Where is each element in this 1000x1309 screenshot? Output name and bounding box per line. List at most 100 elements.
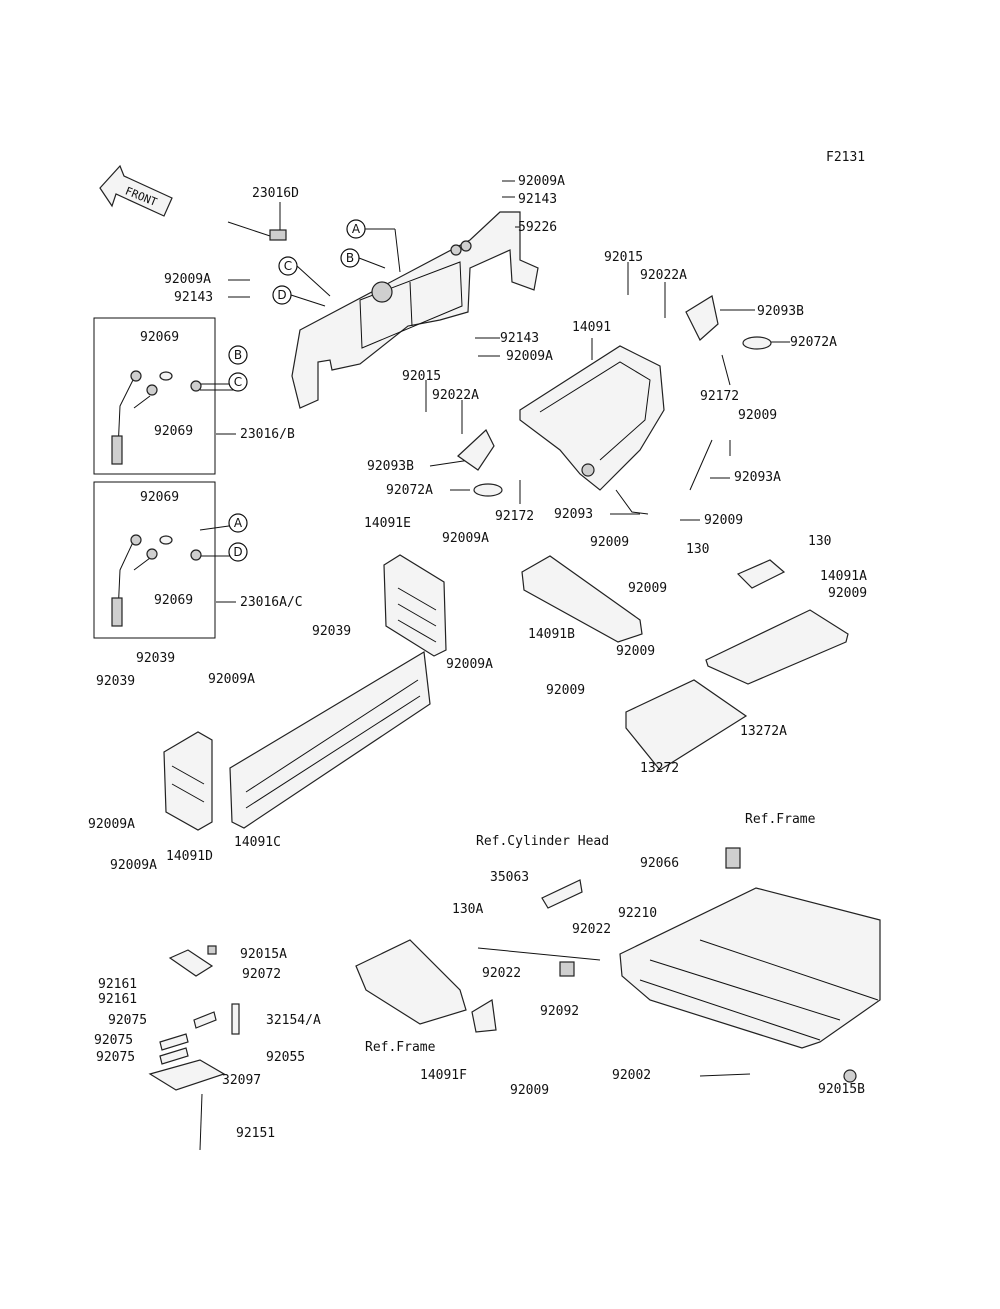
svg-text:A: A	[234, 516, 243, 530]
part-label: 92009A	[506, 349, 553, 364]
bracket-92093b-left	[457, 429, 495, 471]
part-label: 92009A	[110, 858, 157, 873]
part-label: 92009	[828, 586, 867, 601]
part-label: 92092	[540, 1004, 579, 1019]
panel-13272	[625, 679, 748, 771]
part-label: 92143	[174, 290, 213, 305]
front-arrow-icon: FRONT	[99, 164, 173, 217]
callout-d-box: D	[228, 542, 248, 562]
part-label: 92066	[640, 856, 679, 871]
part-label: 92072A	[386, 483, 433, 498]
part-label: 92069	[154, 424, 193, 439]
part-label: 92069	[140, 490, 179, 505]
part-label: 92069	[154, 593, 193, 608]
part-label: 92009A	[88, 817, 135, 832]
part-label: 14091F	[420, 1068, 467, 1083]
part-label: 32097	[222, 1073, 261, 1088]
svg-text:B: B	[234, 348, 242, 362]
part-label: 92009A	[518, 174, 565, 189]
part-label: 92075	[96, 1050, 135, 1065]
callout-b-top: B	[340, 248, 360, 268]
part-label: 92015	[402, 369, 441, 384]
glove-box-14091	[519, 345, 665, 491]
part-label: 14091D	[166, 849, 213, 864]
part-label: 92093B	[367, 459, 414, 474]
part-label: 92009A	[164, 272, 211, 287]
leader-lines	[199, 180, 790, 603]
part-label: 92161	[98, 977, 137, 992]
part-label: 92009	[546, 683, 585, 698]
part-label: 92022A	[432, 388, 479, 403]
pad-92075-c	[159, 1047, 189, 1065]
part-label: 92072A	[790, 335, 837, 350]
part-label: 92072	[242, 967, 281, 982]
part-label: 92039	[136, 651, 175, 666]
part-label: 92009	[738, 408, 777, 423]
part-label: 92210	[618, 906, 657, 921]
part-label: 130A	[452, 902, 483, 917]
ref-cylinder-head-label: Ref.Cylinder Head	[476, 834, 609, 849]
dash-opening	[359, 261, 463, 349]
clamp-92072a-right	[742, 336, 772, 350]
bracket-92093b-right	[685, 295, 719, 341]
bracket-14091f	[471, 999, 497, 1033]
pad-92075-a	[193, 1011, 217, 1029]
part-label: 92009	[590, 535, 629, 550]
harness-box-ac	[93, 481, 216, 639]
part-label: 92172	[700, 389, 739, 404]
part-label: 92009	[628, 581, 667, 596]
bolt-92002	[699, 1073, 751, 1077]
part-label: 92009A	[446, 657, 493, 672]
svg-text:D: D	[277, 288, 286, 302]
part-label: 14091B	[528, 627, 575, 642]
svg-text:C: C	[284, 259, 292, 273]
part-label: 92093A	[734, 470, 781, 485]
svg-text:D: D	[233, 545, 242, 559]
panel-14091e	[383, 554, 447, 657]
part-label: 92009A	[442, 531, 489, 546]
callout-a-box: A	[228, 513, 248, 533]
part-label: 14091E	[364, 516, 411, 531]
svg-text:A: A	[352, 222, 361, 236]
bracket-35063	[541, 879, 583, 909]
part-label: 23016A/C	[240, 595, 303, 610]
panel-14091c	[229, 651, 431, 829]
svg-text:B: B	[346, 251, 354, 265]
part-label: 14091C	[234, 835, 281, 850]
part-label: 14091A	[820, 569, 867, 584]
rod-92151	[199, 1093, 203, 1151]
part-label: 92015A	[240, 947, 287, 962]
part-label: 92022A	[640, 268, 687, 283]
part-label: 92009	[704, 513, 743, 528]
rod-32154a	[231, 1003, 240, 1035]
part-label: 130	[686, 542, 709, 557]
bracket-92161	[168, 949, 214, 977]
ref-frame-left-label: Ref.Frame	[365, 1040, 436, 1055]
part-label: 92015	[604, 250, 643, 265]
callout-d-top: D	[272, 285, 292, 305]
part-label: 92009A	[208, 672, 255, 687]
frame-main	[619, 887, 881, 1049]
pad-92075-b	[159, 1033, 189, 1051]
part-label: 13272	[640, 761, 679, 776]
panel-14091a	[736, 559, 786, 589]
ref-frame-left	[355, 939, 467, 1025]
clamp-92072a-left	[473, 483, 503, 497]
holder-32097	[148, 1059, 226, 1091]
switch-23016d	[269, 229, 287, 241]
part-label: 23016D	[252, 186, 299, 201]
dash-panel-group	[227, 211, 539, 409]
part-label: 92055	[266, 1050, 305, 1065]
callout-b-box: B	[228, 345, 248, 365]
stay-92093a	[615, 439, 713, 515]
part-label: 92039	[96, 674, 135, 689]
panel-14091d	[163, 731, 213, 831]
part-label: 92143	[500, 331, 539, 346]
part-label: 92009	[510, 1083, 549, 1098]
collar-92092	[559, 961, 575, 977]
dash-panel	[291, 211, 539, 409]
part-label: 14091	[572, 320, 611, 335]
part-label: 130	[808, 534, 831, 549]
part-label: 92075	[94, 1033, 133, 1048]
